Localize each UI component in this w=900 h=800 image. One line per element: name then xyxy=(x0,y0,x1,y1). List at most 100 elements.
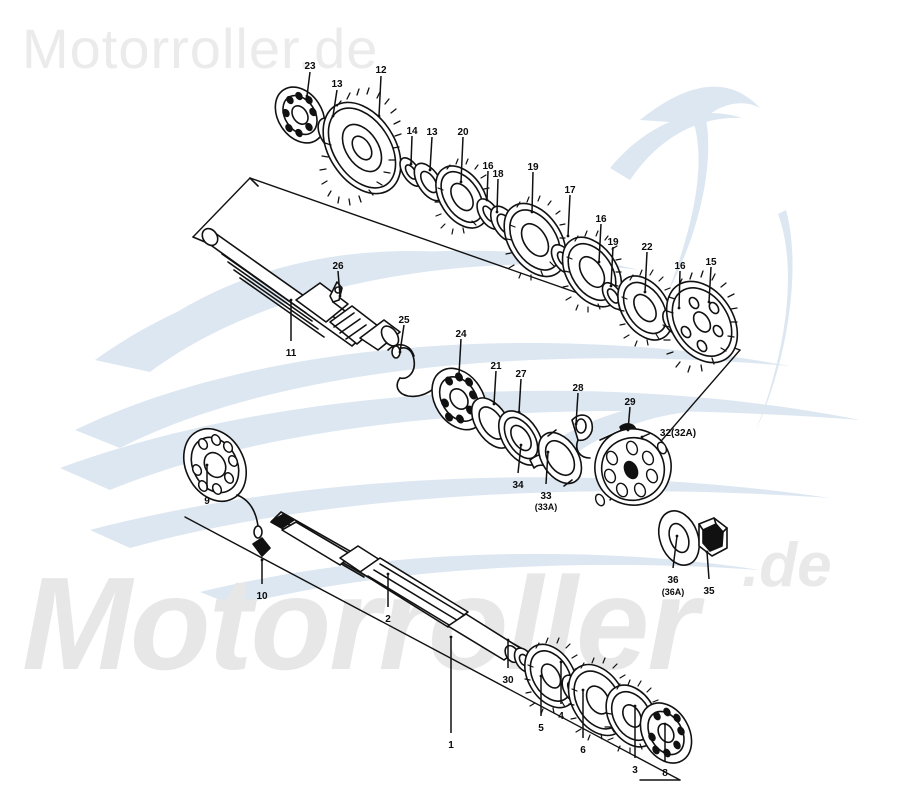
part-callout-8: 8 xyxy=(662,768,668,779)
watermark-top: Motorroller.de xyxy=(22,17,379,80)
collar-28 xyxy=(571,414,594,459)
pin-10 xyxy=(236,494,271,557)
part-callout-14: 14 xyxy=(406,126,418,137)
part-callout-3: 3 xyxy=(632,765,638,776)
leader-line-35 xyxy=(706,551,710,580)
part-callout-16: 16 xyxy=(674,261,686,272)
leader-line-27 xyxy=(518,378,522,413)
bearing-9 xyxy=(182,427,248,503)
part-callout-26: 26 xyxy=(332,261,344,272)
leader-line-21 xyxy=(493,370,497,405)
leader-dot-35 xyxy=(705,550,709,554)
leader-dot-20 xyxy=(459,180,463,184)
leader-dot-33 xyxy=(546,450,550,454)
part-callout-16: 16 xyxy=(482,161,494,172)
leader-dot-12 xyxy=(377,114,381,118)
leader-line-13 xyxy=(332,89,338,117)
shift-fork-25 xyxy=(387,343,439,398)
part-callout-22: 22 xyxy=(641,242,653,253)
leader-dot-8 xyxy=(663,722,667,726)
gear-22 xyxy=(617,269,674,347)
part-callout-25: 25 xyxy=(398,315,410,326)
part-callout-36A: (36A) xyxy=(661,587,685,597)
part-callout-6: 6 xyxy=(580,745,586,756)
part-callout-30: 30 xyxy=(502,675,514,686)
part-callout-4: 4 xyxy=(558,711,564,722)
part-callout-34: 34 xyxy=(512,480,524,491)
leader-line-17 xyxy=(567,194,571,237)
gear-19a xyxy=(503,195,567,281)
leader-dot-19 xyxy=(530,210,534,214)
leader-line-19 xyxy=(610,246,614,287)
leader-line-26 xyxy=(337,270,341,297)
leader-line-16 xyxy=(486,170,489,201)
leader-dot-10 xyxy=(260,558,264,562)
leader-dot-19 xyxy=(609,284,613,288)
part-callout-10: 10 xyxy=(256,591,268,602)
leader-line-36 xyxy=(672,535,678,569)
part-callout-19: 19 xyxy=(607,237,619,248)
countershaft-lower xyxy=(270,511,529,664)
leader-line-19 xyxy=(531,171,534,213)
leader-line-34 xyxy=(517,444,522,474)
leader-dot-1 xyxy=(449,635,453,639)
callout-leader-lines xyxy=(205,71,712,761)
leader-dot-34 xyxy=(519,443,523,447)
leader-dot-23 xyxy=(305,94,309,98)
part-callout-15: 15 xyxy=(705,257,717,268)
leader-line-22 xyxy=(644,251,648,293)
leader-dot-27 xyxy=(517,410,521,414)
leader-dot-32(32A) xyxy=(640,435,644,439)
part-callout-17: 17 xyxy=(564,185,576,196)
bearing-23 xyxy=(274,86,326,144)
part-callout-19: 19 xyxy=(527,162,539,173)
gear-12 xyxy=(319,87,402,206)
leader-dot-5 xyxy=(539,674,543,678)
leader-dot-28 xyxy=(574,422,578,426)
leader-dot-25 xyxy=(398,350,402,354)
part-callout-2: 2 xyxy=(385,614,391,625)
leader-line-20 xyxy=(460,136,464,183)
leader-dot-14 xyxy=(409,162,413,166)
leader-line-25 xyxy=(399,324,405,353)
watermark-suffix: .de xyxy=(742,531,832,600)
leader-dot-9 xyxy=(205,463,209,467)
leader-line-18 xyxy=(496,178,499,213)
drive-sprocket-32 xyxy=(594,428,672,507)
lock-washer-36 xyxy=(657,510,701,566)
leader-line-13 xyxy=(429,136,433,171)
leader-dot-22 xyxy=(643,290,647,294)
part-callout-35: 35 xyxy=(703,586,715,597)
part-callout-12: 12 xyxy=(375,65,387,76)
leader-dot-13 xyxy=(428,168,432,172)
leader-line-16 xyxy=(678,270,681,309)
leader-dot-13 xyxy=(331,114,335,118)
part-callout-5: 5 xyxy=(538,723,544,734)
part-callout-13: 13 xyxy=(331,79,343,90)
leader-dot-15 xyxy=(707,300,711,304)
part-callout-18: 18 xyxy=(492,169,504,180)
part-callout-33: 33 xyxy=(540,491,552,502)
leader-line-32(32A) xyxy=(641,432,652,438)
plate-33 xyxy=(537,429,583,487)
part-callout-9: 9 xyxy=(204,496,210,507)
leader-dot-24 xyxy=(457,372,461,376)
part-callout-33A: (33A) xyxy=(534,502,558,512)
nut-35 xyxy=(698,517,728,557)
bearing-8 xyxy=(639,702,693,764)
bearing-24 xyxy=(431,367,487,431)
leader-dot-16 xyxy=(597,260,601,264)
leader-line-33 xyxy=(545,451,549,485)
leader-line-15 xyxy=(708,266,712,303)
leader-dot-11 xyxy=(289,298,293,302)
leader-dot-18 xyxy=(495,210,499,214)
leader-dot-26 xyxy=(338,294,342,298)
gear-20 xyxy=(434,158,490,235)
leader-line-28 xyxy=(575,392,579,425)
leader-dot-6 xyxy=(581,688,585,692)
part-callout-16: 16 xyxy=(595,214,607,225)
leader-dot-16 xyxy=(677,306,681,310)
part-callout-21: 21 xyxy=(490,361,502,372)
